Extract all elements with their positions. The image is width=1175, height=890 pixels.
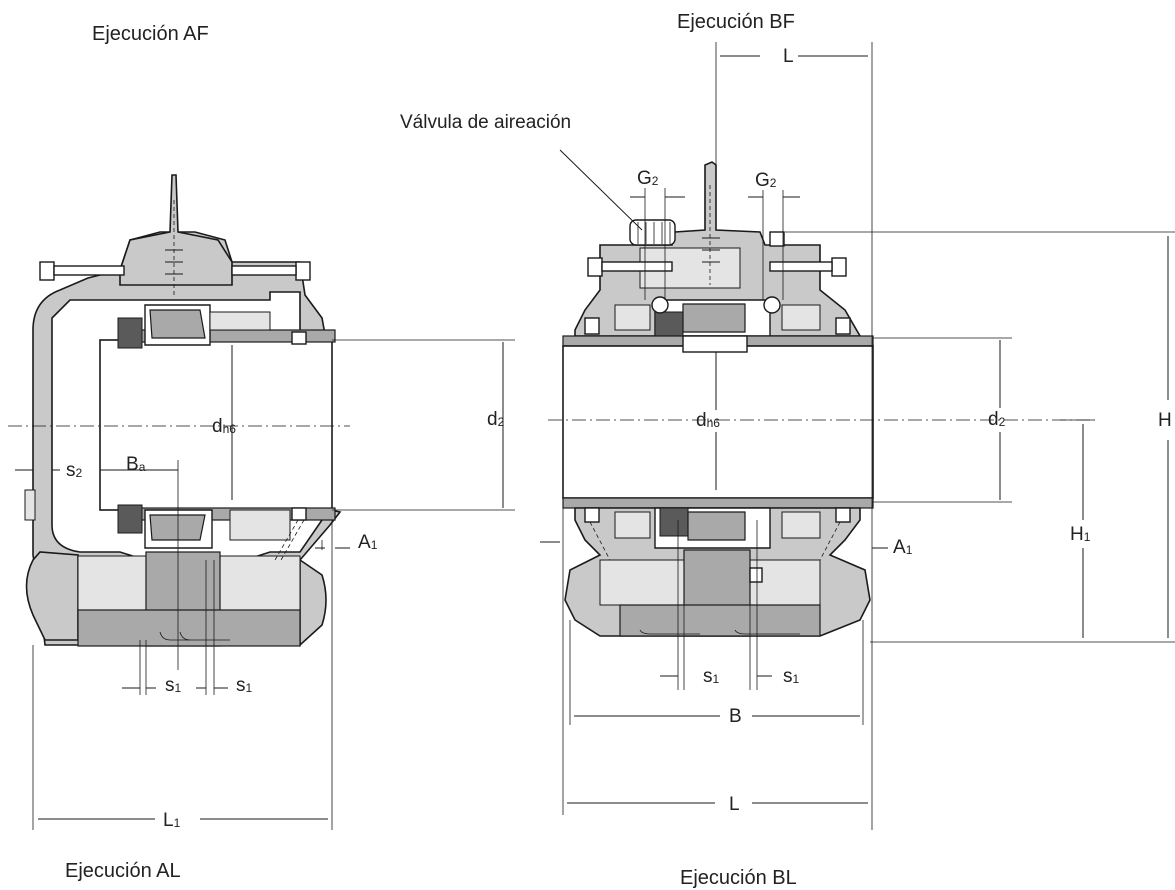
label-a1-right: A1 [893, 537, 913, 558]
label-s2: s2 [66, 460, 83, 481]
label-dh6-left: dh6 [212, 416, 236, 437]
label-ba: Ba [126, 454, 146, 475]
dimension-labels: Válvula de aireación dh6 d2 s2 Ba A1 s1 … [66, 46, 1172, 831]
label-h1: H1 [1070, 524, 1091, 545]
left-housing-drawing [24, 174, 342, 647]
label-g2-right: G2 [755, 170, 777, 191]
label-a1-left: A1 [358, 532, 378, 553]
label-l-bottom: L [729, 794, 740, 815]
label-h: H [1158, 410, 1172, 431]
titles: Ejecución AF Ejecución BF Ejecución AL E… [65, 11, 797, 889]
label-d2-left: d2 [487, 409, 505, 430]
label-s1-right-b: s1 [783, 666, 800, 687]
right-housing-drawing [562, 161, 874, 637]
label-b: B [729, 706, 742, 727]
label-l-top: L [783, 46, 794, 67]
left-dimensions [8, 339, 515, 830]
label-l1: L1 [163, 810, 181, 831]
label-s1-right-a: s1 [703, 666, 720, 687]
title-bottom-left: Ejecución AL [65, 860, 181, 882]
label-valve: Válvula de aireación [400, 112, 571, 133]
label-d2-right: d2 [988, 409, 1006, 430]
title-top-right: Ejecución BF [677, 11, 795, 33]
title-top-left: Ejecución AF [92, 23, 209, 45]
label-s1-left-b: s1 [236, 675, 253, 696]
title-bottom-right: Ejecución BL [680, 867, 797, 889]
right-dimensions [540, 42, 1175, 830]
label-g2-left: G2 [637, 168, 659, 189]
label-dh6-right: dh6 [696, 410, 720, 431]
label-s1-left-a: s1 [165, 675, 182, 696]
